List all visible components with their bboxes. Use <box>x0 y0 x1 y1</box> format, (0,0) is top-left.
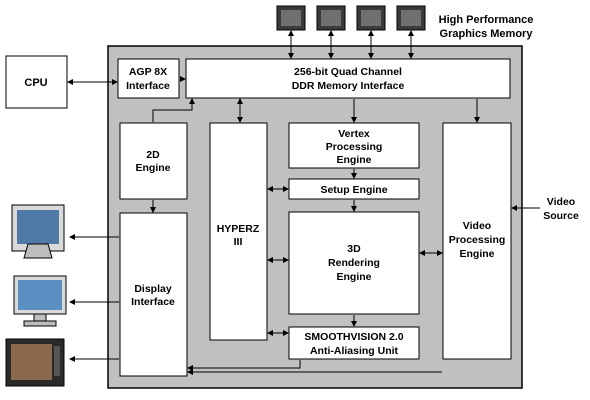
hyperz-block <box>209 122 268 341</box>
video-engine-label-line1: Video <box>463 220 491 232</box>
vertex-label-line1: Vertex <box>338 128 370 140</box>
video-engine-label-line3: Engine <box>459 248 494 260</box>
rendering-label-line3: Engine <box>336 271 371 283</box>
connectors <box>67 30 540 375</box>
television-icon <box>5 338 65 387</box>
crt-monitor-icon <box>11 204 65 259</box>
2d-engine-label-line1: 2D <box>146 149 160 161</box>
ddr-memory-interface-block <box>185 58 511 99</box>
vertex-label-line3: Engine <box>336 154 371 166</box>
memory-chip-icon <box>316 5 346 31</box>
agp-label-line2: Interface <box>126 80 170 92</box>
2d-engine-block <box>119 122 188 200</box>
memory-chip-icon <box>396 5 426 31</box>
display-interface-block <box>119 212 188 377</box>
display-label-line1: Display <box>134 283 172 295</box>
agp-label-line1: AGP 8X <box>129 66 167 78</box>
memory-label-line1: High Performance <box>439 14 534 26</box>
vertex-label-line2: Processing <box>326 141 383 153</box>
video-source-label-line1: Video <box>547 196 575 208</box>
video-source-label-line2: Source <box>543 210 579 222</box>
smoothvision-label-line2: Anti-Aliasing Unit <box>310 345 399 357</box>
video-processing-engine-block <box>442 122 512 360</box>
agp-interface-block <box>117 58 180 99</box>
smoothvision-block <box>288 326 420 360</box>
smoothvision-label-line1: SMOOTHVISION 2.0 <box>304 331 403 343</box>
hyperz-label-line1: HYPERZ <box>217 223 260 235</box>
cpu-block <box>5 55 68 109</box>
setup-label: Setup Engine <box>320 184 387 196</box>
ddr-label-line2: DDR Memory Interface <box>292 80 405 92</box>
flat-panel-monitor-icon <box>13 275 67 327</box>
hyperz-label-line2: III <box>234 236 243 248</box>
video-engine-label-line2: Processing <box>449 234 506 246</box>
setup-engine-block <box>288 178 420 200</box>
cpu-label: CPU <box>24 77 47 89</box>
display-label-line2: Interface <box>131 296 175 308</box>
ddr-label-line1: 256-bit Quad Channel <box>294 66 402 78</box>
3d-rendering-engine-block <box>288 211 420 315</box>
rendering-label-line2: Rendering <box>328 257 380 269</box>
rendering-label-line1: 3D <box>347 243 361 255</box>
memory-label-line2: Graphics Memory <box>440 28 534 40</box>
2d-engine-label-line2: Engine <box>135 162 170 174</box>
memory-chip-icon <box>276 5 306 31</box>
vertex-engine-block <box>288 122 420 169</box>
memory-chip-icon <box>356 5 386 31</box>
